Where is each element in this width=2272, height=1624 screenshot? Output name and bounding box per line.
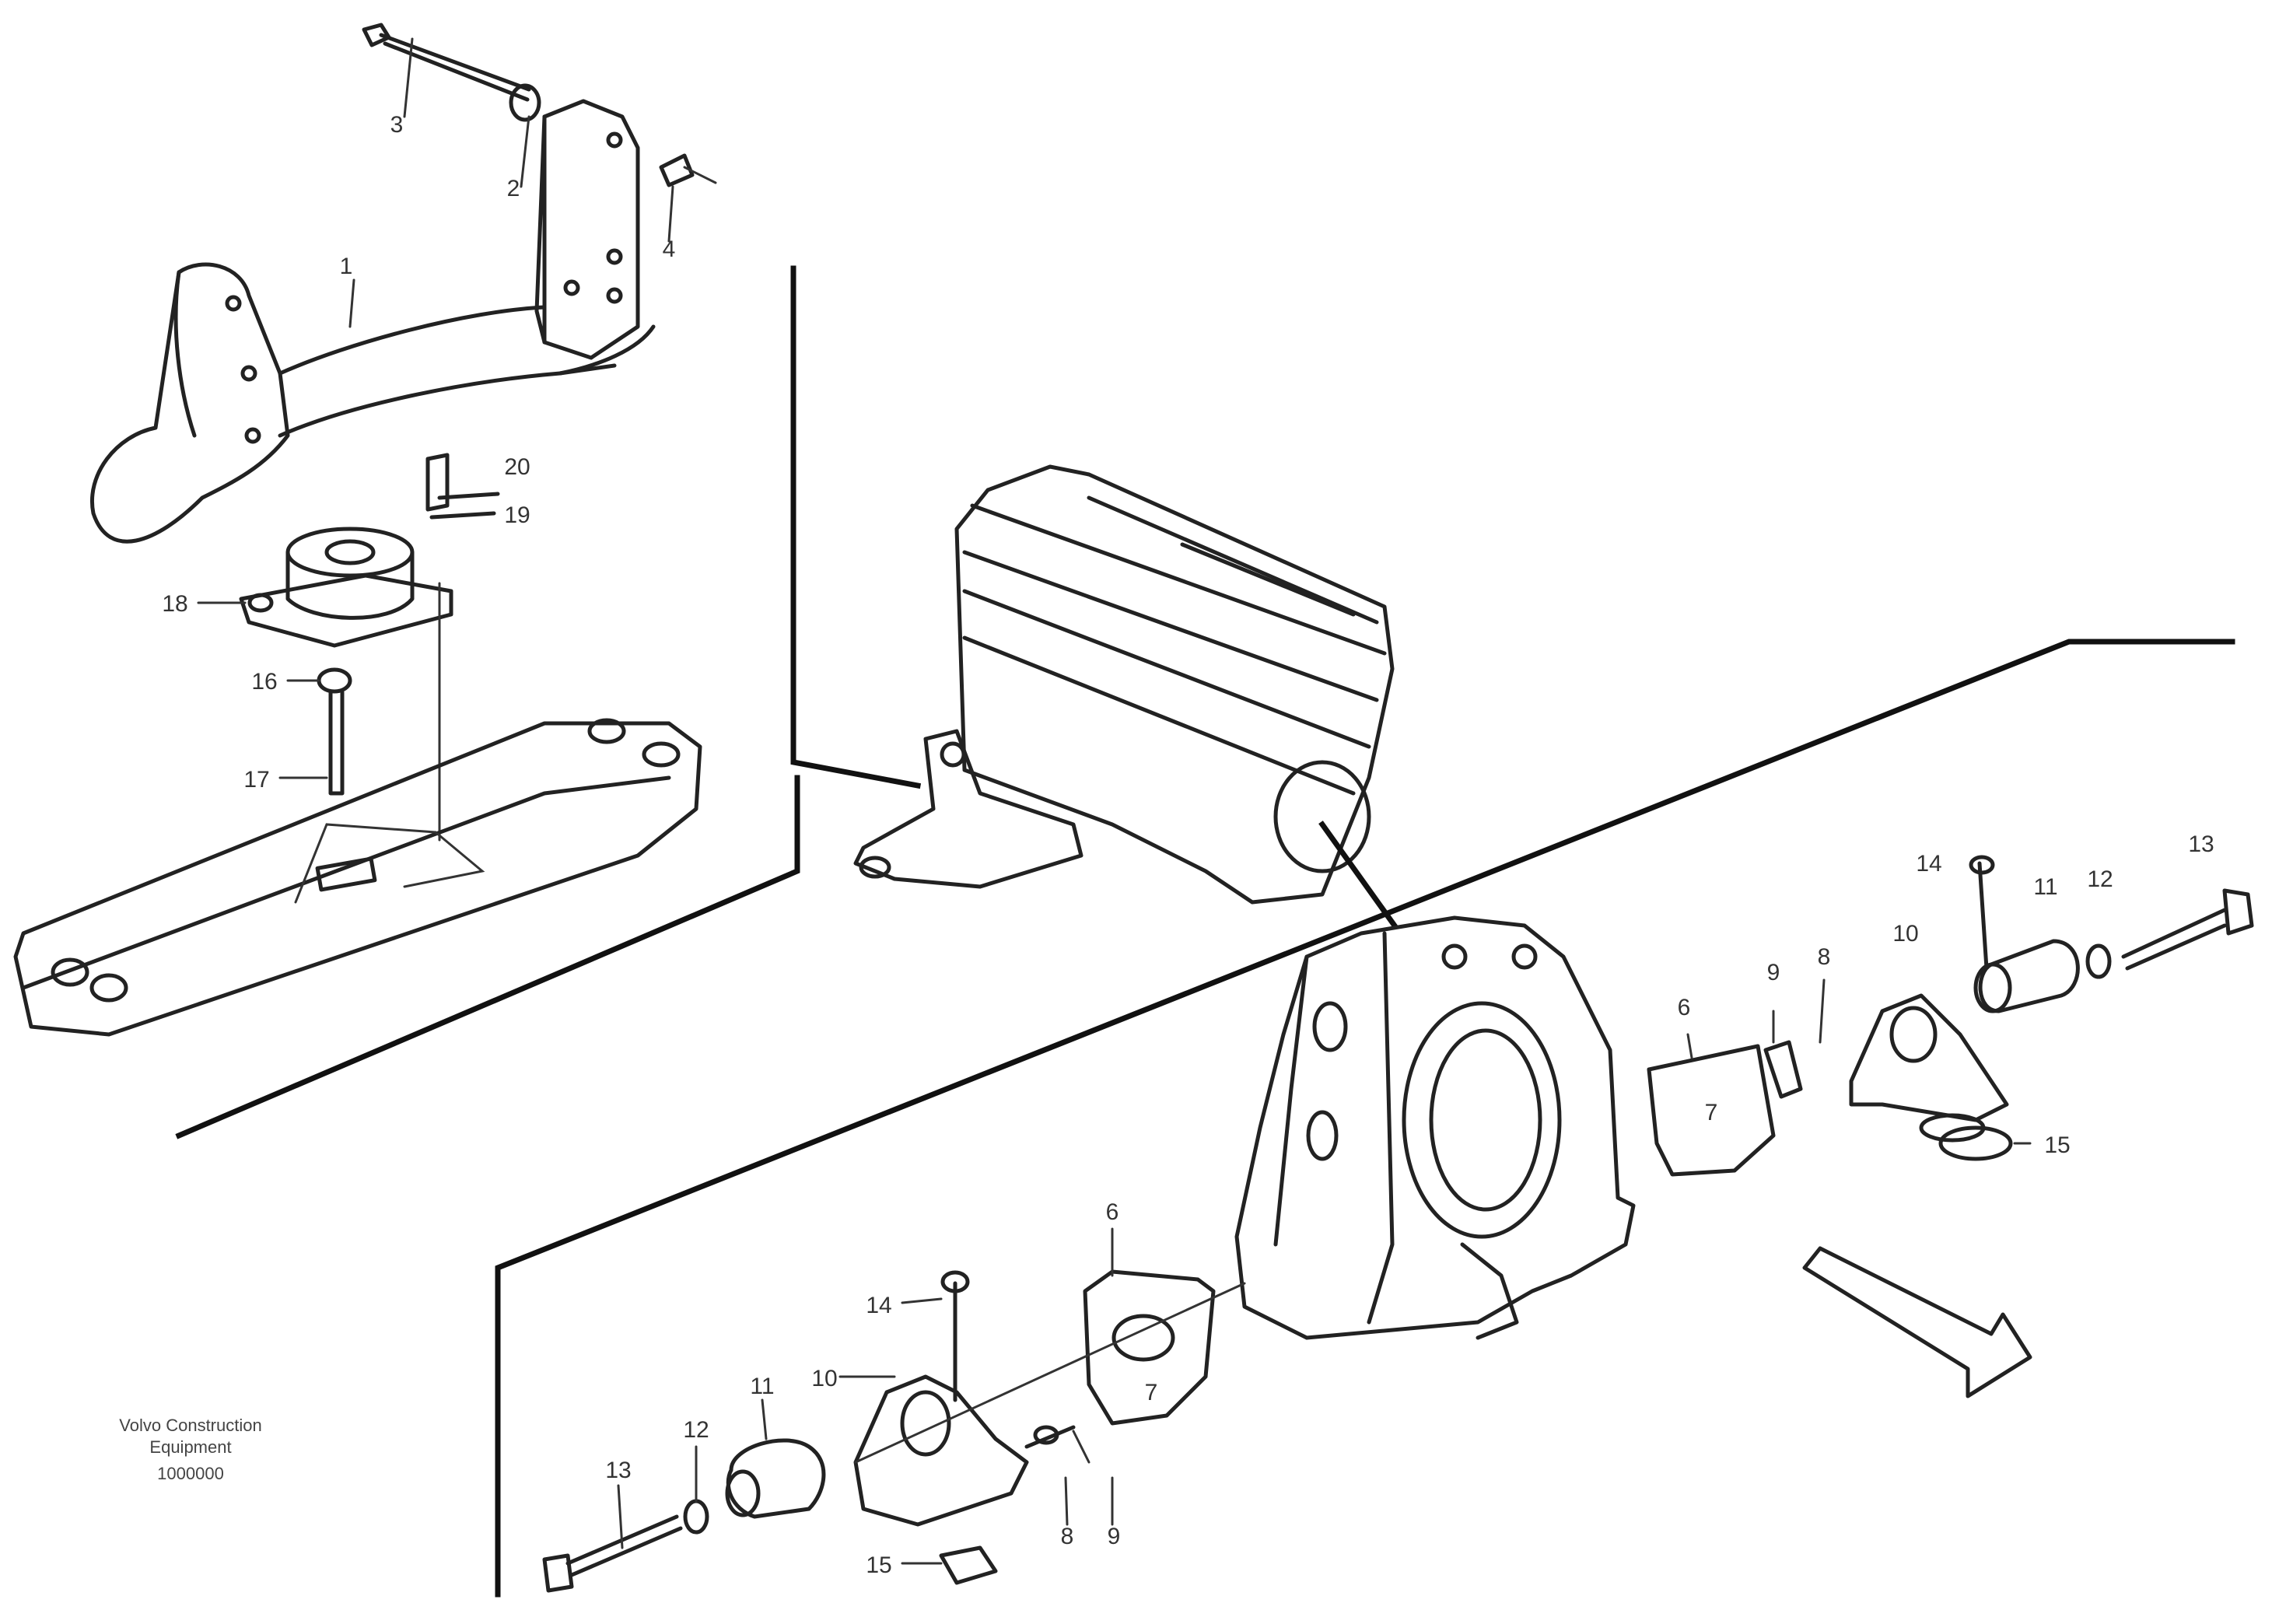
arrow-right-down-icon — [1802, 1246, 2032, 1398]
callout-2: 2 — [507, 176, 520, 201]
callout-11-bottom: 11 — [750, 1374, 774, 1399]
callout-10-bottom: 10 — [811, 1366, 837, 1391]
rubber-engine-mount — [197, 453, 500, 842]
callout-15-right: 15 — [2044, 1132, 2070, 1158]
callout-8-right: 8 — [1818, 944, 1831, 970]
callout-15-bottom: 15 — [866, 1552, 891, 1578]
callout-12-bottom: 12 — [683, 1417, 709, 1443]
callout-9-bottom: 9 — [1108, 1524, 1121, 1549]
frame-rail-section — [13, 718, 702, 1037]
right-mount-parts — [1647, 855, 2254, 1177]
callout-20: 20 — [504, 454, 530, 480]
callout-1: 1 — [340, 254, 353, 279]
callout-14-right: 14 — [1916, 851, 1941, 877]
callout-13-bottom: 13 — [605, 1458, 631, 1483]
reference-line-2: Equipment — [149, 1437, 231, 1457]
callout-17: 17 — [243, 767, 269, 793]
reference-line-3: 1000000 — [157, 1464, 224, 1483]
callout-12-right: 12 — [2087, 866, 2113, 892]
reference-block: Volvo Construction Equipment 1000000 — [119, 1416, 261, 1483]
callout-4: 4 — [663, 236, 676, 262]
callout-10-right: 10 — [1892, 921, 1918, 947]
callout-6-bottom: 6 — [1106, 1199, 1119, 1225]
callout-18: 18 — [162, 591, 187, 617]
callout-6-right: 6 — [1678, 995, 1691, 1020]
callout-labels: 3 2 4 1 20 19 18 16 17 6 7 9 8 10 14 11 … — [162, 112, 2214, 1578]
reference-line-1: Volvo Construction — [119, 1416, 261, 1435]
flywheel-housing — [1234, 915, 1636, 1340]
callout-7-bottom: 7 — [1145, 1380, 1158, 1405]
callout-11-right: 11 — [2033, 874, 2057, 900]
front-mount-parts — [542, 1227, 1246, 1593]
callout-3: 3 — [390, 112, 404, 138]
callout-16: 16 — [251, 669, 277, 695]
engine-block — [853, 464, 1404, 937]
callout-7-right: 7 — [1705, 1100, 1718, 1125]
callout-13-right: 13 — [2188, 831, 2214, 857]
section-frame-lines — [175, 265, 2235, 1598]
callout-14-bottom: 14 — [866, 1293, 891, 1318]
callout-9-right: 9 — [1767, 960, 1780, 985]
callout-19: 19 — [504, 502, 530, 528]
rear-bracket-assembly — [90, 23, 717, 544]
callout-8-bottom: 8 — [1061, 1524, 1074, 1549]
